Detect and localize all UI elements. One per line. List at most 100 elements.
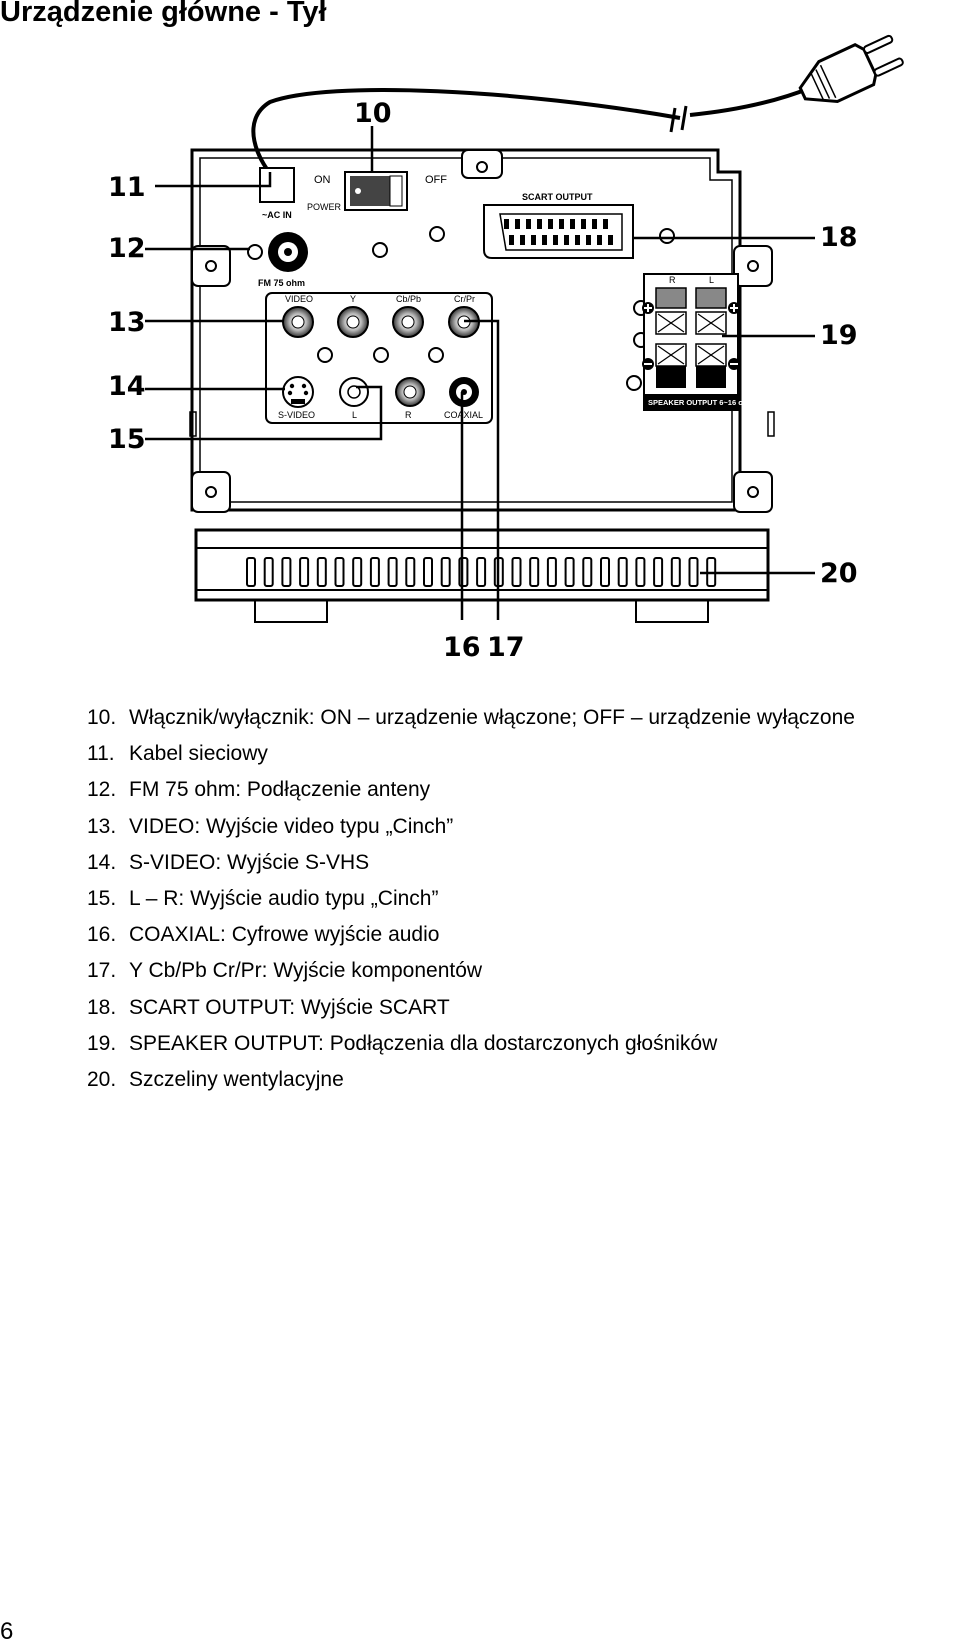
callout-16: 16 xyxy=(443,632,481,660)
legend-number: 16. xyxy=(87,923,117,947)
legend-text: Szczeliny wentylacyjne xyxy=(129,1068,344,1092)
power-cable xyxy=(251,86,811,187)
svg-text:L: L xyxy=(352,410,357,420)
vent-slot xyxy=(387,557,398,587)
legend-number: 14. xyxy=(87,850,117,874)
legend-text: SCART OUTPUT: Wyjście SCART xyxy=(129,995,450,1019)
callout-19: 19 xyxy=(820,320,858,351)
vent-slot xyxy=(582,557,593,587)
legend-text: Włącznik/wyłącznik: ON – urządzenie włąc… xyxy=(129,706,855,729)
legend-text: S-VIDEO: Wyjście S-VHS xyxy=(129,850,370,874)
legend-number: 20. xyxy=(87,1068,117,1092)
vent-slot xyxy=(546,557,557,587)
vent-slot xyxy=(529,557,540,587)
audio-lr-jacks xyxy=(339,377,425,407)
fm-antenna-jack: FM 75 ohm xyxy=(247,232,308,288)
svg-text:SCART OUTPUT: SCART OUTPUT xyxy=(522,192,593,202)
legend-item: 10. Włącznik/wyłącznik: ON – urządzenie w… xyxy=(87,700,855,736)
svg-text:R: R xyxy=(405,410,412,420)
callout-10: 10 xyxy=(354,98,392,129)
polarity-marks xyxy=(642,302,740,370)
callout-numbers: 10 11 12 13 14 15 16 17 18 19 20 xyxy=(108,98,858,660)
legend-text: Y Cb/Pb Cr/Pr: Wyjście komponentów xyxy=(129,959,483,983)
vent-slot xyxy=(635,557,646,587)
vent-slot xyxy=(458,557,469,587)
callout-11: 11 xyxy=(108,172,146,203)
svg-text:Y: Y xyxy=(350,294,356,304)
legend-number: 10. xyxy=(87,706,117,729)
legend-item: 16.COAXIAL: Cyfrowe wyjście audio xyxy=(87,917,855,953)
legend-item: 20. Szczeliny wentylacyjne xyxy=(87,1062,855,1098)
vent-slot xyxy=(405,557,416,587)
vent-slot xyxy=(369,557,380,587)
vent-slot xyxy=(476,557,487,587)
legend-item: 11. Kabel sieciowy xyxy=(87,736,855,772)
legend-number: 19. xyxy=(87,1031,117,1055)
svg-text:S-VIDEO: S-VIDEO xyxy=(278,410,315,420)
vent-slot xyxy=(653,557,664,587)
vent-slot xyxy=(670,557,681,587)
legend-item: 12. FM 75 ohm: Podłączenie anteny xyxy=(87,772,855,808)
legend-item: 14. S-VIDEO: Wyjście S-VHS xyxy=(87,845,855,881)
scart-output-connector: SCART OUTPUT xyxy=(483,192,634,259)
svg-text:OFF: OFF xyxy=(425,174,447,186)
video-jack xyxy=(282,306,314,338)
vent-slot xyxy=(564,557,575,587)
svg-text:VIDEO: VIDEO xyxy=(285,294,313,304)
vent-slot xyxy=(246,557,256,587)
vent-slot xyxy=(299,557,310,587)
callout-18: 18 xyxy=(820,222,858,253)
svg-text:R: R xyxy=(669,275,676,285)
speaker-output-terminals: R L SPEAKER OUTPUT 6~16 o xyxy=(642,273,754,411)
legend-text: L – R: Wyjście audio typu „Cinch” xyxy=(129,887,439,911)
callout-20: 20 xyxy=(820,558,858,589)
svg-text:COAXIAL: COAXIAL xyxy=(444,410,483,420)
legend-number: 15. xyxy=(87,887,117,911)
svg-text:Cr/Pr: Cr/Pr xyxy=(454,294,475,304)
ac-in-socket: ~AC IN xyxy=(259,167,295,220)
vent-slot xyxy=(511,557,522,587)
vent-slot xyxy=(334,557,345,587)
ventilation-slots xyxy=(246,557,717,587)
legend-number: 12. xyxy=(87,778,117,802)
legend-item: 15. L – R: Wyjście audio typu „Cinch” xyxy=(87,881,855,917)
component-jacks xyxy=(337,306,480,338)
svg-text:L: L xyxy=(709,275,714,285)
vent-slot xyxy=(688,557,699,587)
legend-number: 18. xyxy=(87,995,117,1019)
callout-17: 17 xyxy=(487,632,525,660)
callout-leader-lines xyxy=(145,126,815,620)
svg-text:FM 75 ohm: FM 75 ohm xyxy=(258,278,305,288)
power-plug-icon xyxy=(798,34,904,104)
page-number: 6 xyxy=(0,1618,14,1645)
callout-13: 13 xyxy=(108,307,146,338)
legend-number: 11. xyxy=(87,742,115,766)
vent-slot xyxy=(617,557,628,587)
legend-text: SPEAKER OUTPUT: Podłączenia dla dostarcz… xyxy=(129,1031,718,1055)
power-switch[interactable]: ON OFF POWER xyxy=(307,171,447,212)
legend-item: 19. SPEAKER OUTPUT: Podłączenia dla dosta… xyxy=(87,1026,855,1062)
svg-text:POWER: POWER xyxy=(307,202,342,212)
callout-15: 15 xyxy=(108,424,146,455)
s-video-jack xyxy=(282,376,314,408)
callout-14: 14 xyxy=(108,371,146,402)
rear-panel-diagram: ~AC IN ON OFF POWER FM 75 ohm SCART OUTP… xyxy=(108,34,904,660)
legend-number: 13. xyxy=(87,814,117,838)
vent-slot xyxy=(263,557,274,587)
coaxial-jack xyxy=(449,377,479,407)
legend-list: 10. Włącznik/wyłącznik: ON – urządzenie w… xyxy=(87,700,855,1098)
vent-slot xyxy=(281,557,292,587)
page-title: Urządzenie główne - Tył xyxy=(0,0,327,28)
legend-text: Kabel sieciowy xyxy=(129,742,268,766)
legend-item: 13.VIDEO: Wyjście video typu „Cinch” xyxy=(87,809,855,845)
vent-slot xyxy=(316,557,327,587)
vent-slot xyxy=(600,557,610,587)
callout-12: 12 xyxy=(108,233,146,264)
vent-slot xyxy=(423,557,433,587)
legend-text: FM 75 ohm: Podłączenie anteny xyxy=(129,778,431,802)
svg-text:ON: ON xyxy=(314,174,331,186)
legend-item: 17.Y Cb/Pb Cr/Pr: Wyjście komponentów xyxy=(87,953,855,989)
svg-text:~AC IN: ~AC IN xyxy=(262,210,292,220)
svg-text:Cb/Pb: Cb/Pb xyxy=(396,294,421,304)
mounting-tabs xyxy=(191,149,773,513)
